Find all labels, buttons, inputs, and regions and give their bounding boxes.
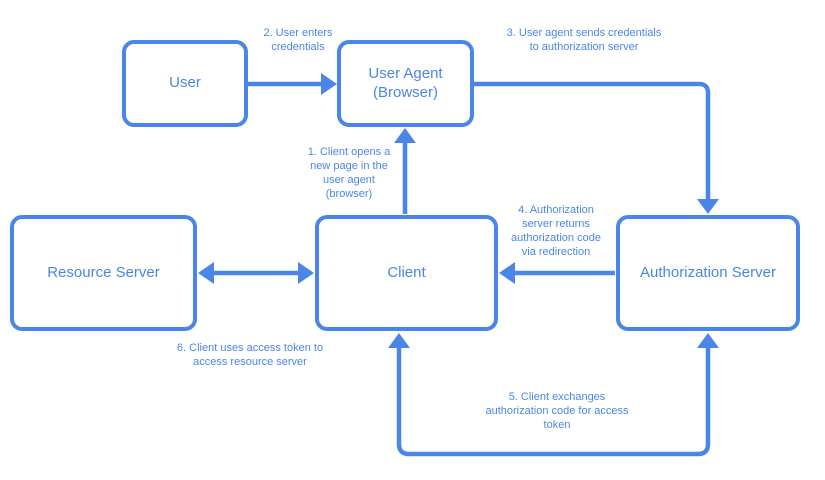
step-label-4: 4. Authorization server returns authoriz…	[511, 204, 601, 258]
node-client-label: Client	[387, 263, 426, 281]
node-resource-server-label: Resource Server	[47, 263, 160, 281]
node-authorization-server-label: Authorization Server	[640, 263, 776, 281]
step-label-2: 2. User enters credentials	[263, 27, 333, 53]
arrow-step-4	[499, 262, 615, 284]
arrow-step-3	[474, 81, 719, 214]
node-user: User	[122, 40, 248, 127]
step-label-5: 5. Client exchanges authorization code f…	[485, 391, 629, 431]
node-authorization-server: Authorization Server	[616, 215, 800, 331]
arrow-step-1	[394, 128, 416, 214]
arrow-step-2	[248, 73, 337, 95]
node-resource-server: Resource Server	[10, 215, 197, 331]
arrow-step-5	[388, 333, 719, 457]
step-label-1: 1. Client opens a new page in the user a…	[307, 146, 391, 200]
node-user-agent-label: User Agent (Browser)	[368, 64, 443, 101]
node-client: Client	[315, 215, 498, 331]
step-label-6: 6. Client uses access token to access re…	[176, 342, 324, 368]
node-user-agent: User Agent (Browser)	[337, 40, 474, 127]
step-label-3: 3. User agent sends credentials to autho…	[506, 27, 662, 53]
node-user-label: User	[169, 74, 201, 92]
arrow-step-6	[198, 262, 314, 284]
